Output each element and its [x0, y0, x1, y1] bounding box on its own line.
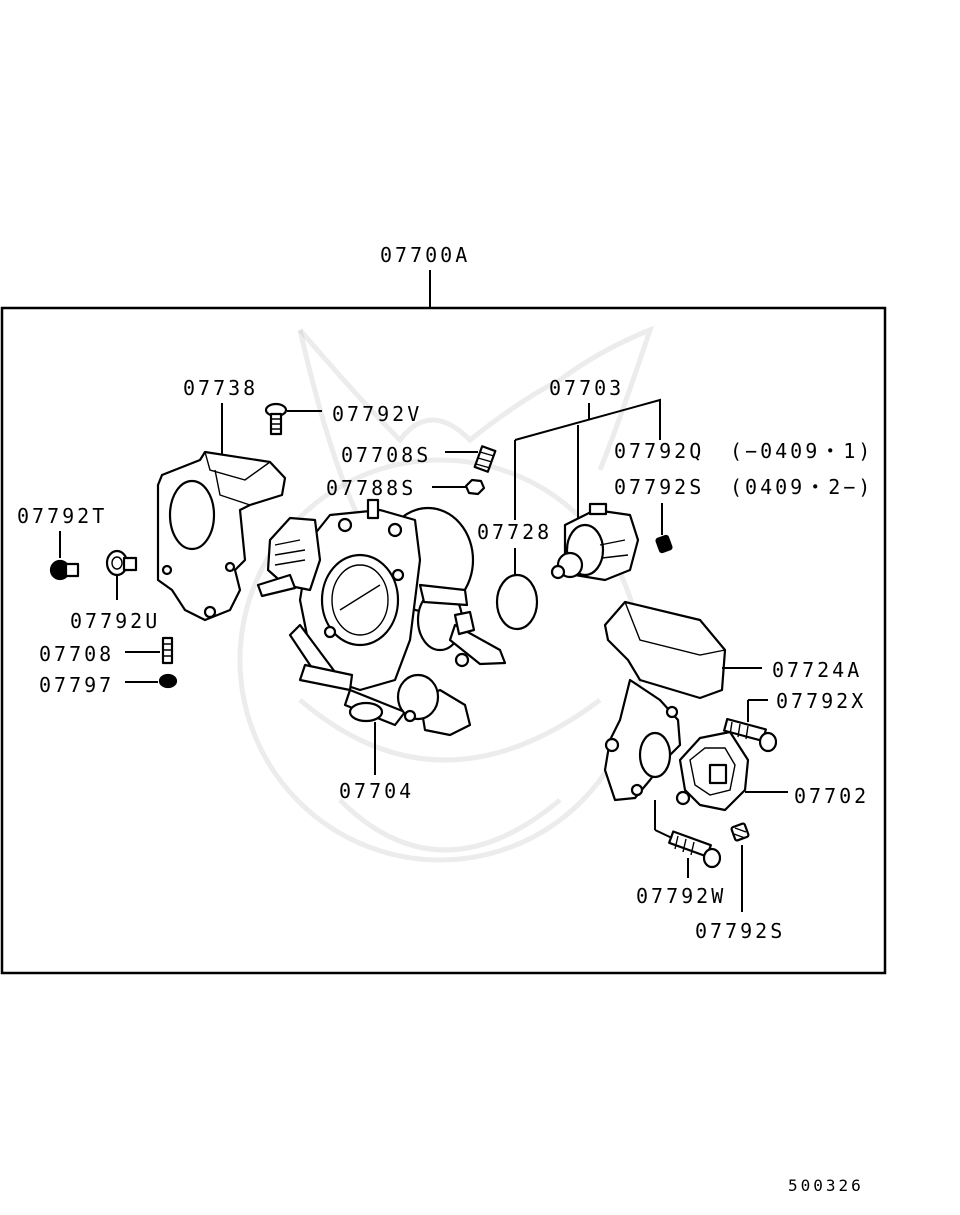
sensor-bracket-icon — [603, 600, 727, 802]
part-label-07797: 07797 — [39, 673, 114, 697]
part-label-07792X: 07792X — [776, 689, 866, 713]
part-label-07708: 07708 — [39, 642, 114, 666]
part-label-07792S-top: 07792S — [614, 475, 704, 499]
screw-07792u-icon — [105, 549, 138, 577]
drawing-number: 500326 — [788, 1176, 864, 1195]
part-label-07728: 07728 — [477, 520, 552, 544]
part-note-07792Q: (−0409・1) — [730, 439, 873, 463]
screw-07792v-icon — [264, 402, 288, 436]
part-label-07792W: 07792W — [636, 884, 726, 908]
screw-07792t-icon — [49, 559, 80, 581]
throttle-body-icon — [256, 498, 507, 737]
nut-07788s-icon — [464, 478, 486, 496]
part-label-07792U: 07792U — [70, 609, 160, 633]
part-label-07792T: 07792T — [17, 504, 107, 528]
part-label-07708S: 07708S — [341, 443, 431, 467]
part-label-07792V: 07792V — [332, 402, 422, 426]
screw-07792s-top-icon — [655, 534, 673, 554]
part-label-07788S: 07788S — [326, 476, 416, 500]
part-label-07792Q: 07792Q — [614, 439, 704, 463]
stud-07708-icon — [161, 636, 174, 665]
part-label-07702: 07702 — [794, 784, 869, 808]
part-label-07704: 07704 — [339, 779, 414, 803]
o-ring-icon — [495, 573, 539, 631]
throttle-position-sensor-icon — [675, 730, 750, 812]
screw-07792x-icon — [723, 717, 778, 753]
screw-07708s-icon — [473, 445, 497, 473]
idle-speed-control-valve-icon — [550, 502, 640, 582]
assembly-label: 07700A — [380, 243, 470, 267]
bracket-icon — [156, 450, 287, 622]
part-note-07792S-top: (0409・2−) — [730, 475, 873, 499]
part-label-07703: 07703 — [549, 376, 624, 400]
part-label-07724A: 07724A — [772, 658, 862, 682]
part-label-07792S-bottom: 07792S — [695, 919, 785, 943]
part-label-07738: 07738 — [183, 376, 258, 400]
assembly-frame — [0, 306, 887, 975]
screw-07792w-icon — [668, 830, 722, 869]
nut-07797-icon — [158, 673, 178, 689]
screw-07792s-bottom-icon — [730, 822, 750, 842]
